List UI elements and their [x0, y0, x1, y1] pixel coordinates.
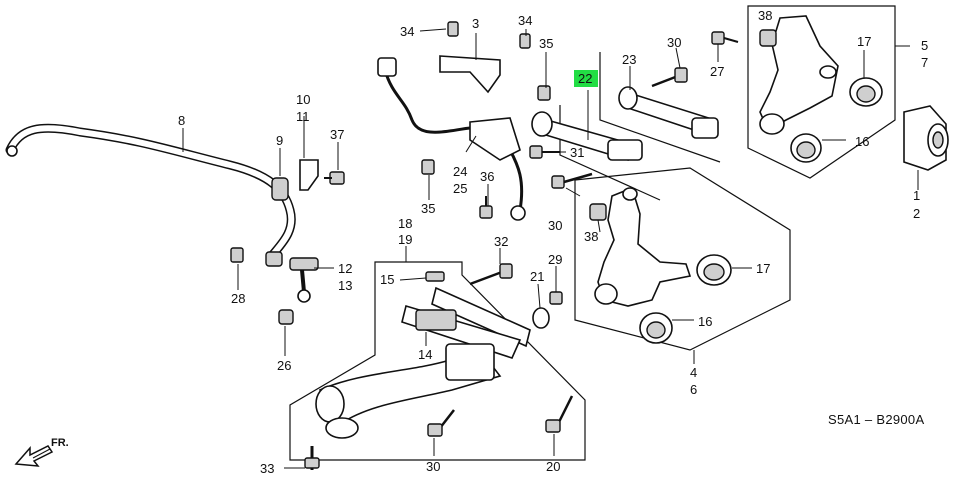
callout-27[interactable]: 27 — [710, 64, 724, 79]
bushing-38b — [589, 203, 607, 221]
callout-6[interactable]: 6 — [690, 382, 697, 397]
bushing-16b — [639, 312, 673, 344]
callout-31[interactable]: 31 — [570, 145, 584, 160]
callout-22[interactable]: 22 — [578, 71, 592, 86]
upper-arm-22 — [531, 111, 643, 162]
callout-34[interactable]: 34 — [518, 13, 532, 28]
callout-30[interactable]: 30 — [667, 35, 681, 50]
harness-connector — [377, 57, 397, 77]
bushing-17b — [696, 254, 732, 286]
nut-26 — [278, 309, 294, 325]
callout-15[interactable]: 15 — [380, 272, 394, 287]
callout-33[interactable]: 33 — [260, 461, 274, 476]
bolt-30b — [551, 172, 593, 189]
clip-34b — [519, 33, 531, 49]
knuckle-group-box-upper — [747, 5, 896, 179]
callout-30[interactable]: 30 — [548, 218, 562, 233]
bolt-30c — [427, 409, 455, 437]
lower-arm — [315, 286, 531, 439]
callout-7[interactable]: 7 — [921, 55, 928, 70]
stabilizer-bushing — [271, 177, 289, 201]
knuckle-upper — [759, 15, 839, 135]
callout-16[interactable]: 16 — [855, 134, 869, 149]
stabilizer-link — [289, 257, 319, 303]
upper-arm-23 — [618, 86, 719, 139]
bolt-30a — [651, 67, 688, 88]
clip-34a — [447, 21, 459, 37]
bolt-32 — [469, 263, 513, 286]
hub-bearing — [903, 105, 949, 171]
upper-arm-bracket-outline-2 — [559, 105, 661, 201]
callout-labels: 34 3 34 35 22 23 30 27 38 17 5 7 16 1 2 … — [178, 8, 928, 476]
bushing-38a — [759, 29, 777, 47]
callout-28[interactable]: 28 — [231, 291, 245, 306]
callout-38[interactable]: 38 — [584, 229, 598, 244]
callout-5[interactable]: 5 — [921, 38, 928, 53]
callout-18[interactable]: 18 — [398, 216, 412, 231]
bushing-16a — [790, 133, 822, 163]
bushing-17a — [849, 77, 883, 107]
nut-35a — [537, 85, 551, 101]
callout-19[interactable]: 19 — [398, 232, 412, 247]
callout-17[interactable]: 17 — [857, 34, 871, 49]
front-arrow: FR. — [14, 437, 69, 467]
callout-30[interactable]: 30 — [426, 459, 440, 474]
callout-20[interactable]: 20 — [546, 459, 560, 474]
callout-29[interactable]: 29 — [548, 252, 562, 267]
callout-8[interactable]: 8 — [178, 113, 185, 128]
callout-22-highlight — [574, 70, 598, 87]
callout-24[interactable]: 24 — [453, 164, 467, 179]
sensor-end — [510, 205, 526, 221]
washer-21 — [532, 307, 550, 329]
bracket-24-25 — [469, 117, 521, 161]
callout-37[interactable]: 37 — [330, 127, 344, 142]
callout-14[interactable]: 14 — [418, 347, 432, 362]
front-arrow-label: FR. — [51, 437, 69, 449]
knuckle-group-box-lower — [574, 167, 791, 351]
bolt-15 — [425, 271, 445, 282]
callout-38[interactable]: 38 — [758, 8, 772, 23]
nut-28 — [230, 247, 244, 263]
leader-lines — [182, 28, 919, 469]
nut-29 — [549, 291, 563, 305]
callout-4[interactable]: 4 — [690, 365, 697, 380]
diagram-code: S5A1 – B2900A — [828, 412, 924, 427]
callout-35[interactable]: 35 — [539, 36, 553, 51]
stabilizer-bar-end-lower — [265, 251, 283, 267]
callout-12[interactable]: 12 — [338, 261, 352, 276]
callout-9[interactable]: 9 — [276, 133, 283, 148]
callout-2[interactable]: 2 — [913, 206, 920, 221]
callout-23[interactable]: 23 — [622, 52, 636, 67]
callout-36[interactable]: 36 — [480, 169, 494, 184]
upper-arm-bracket-outline — [599, 52, 721, 163]
callout-34[interactable]: 34 — [400, 24, 414, 39]
front-arrow-icon — [14, 445, 54, 467]
callout-25[interactable]: 25 — [453, 181, 467, 196]
callout-1[interactable]: 1 — [913, 188, 920, 203]
callout-35[interactable]: 35 — [421, 201, 435, 216]
callout-11[interactable]: 11 — [296, 109, 310, 124]
callout-32[interactable]: 32 — [494, 234, 508, 249]
stabilizer-bar-end — [6, 145, 18, 157]
lower-arm-group-box — [289, 261, 586, 461]
callout-3[interactable]: 3 — [472, 16, 479, 31]
bolt-27 — [711, 31, 739, 45]
bolt-20 — [545, 395, 574, 433]
bolt-33 — [304, 446, 320, 470]
nut-35b — [421, 159, 435, 175]
stabilizer-holder — [299, 159, 319, 191]
callout-17[interactable]: 17 — [756, 261, 770, 276]
callout-10[interactable]: 10 — [296, 92, 310, 107]
bolt-36 — [479, 196, 493, 219]
harness-bracket — [439, 55, 501, 94]
callout-26[interactable]: 26 — [277, 358, 291, 373]
callout-16[interactable]: 16 — [698, 314, 712, 329]
bolt-37 — [324, 171, 345, 185]
knuckle-lower — [594, 186, 692, 307]
callout-13[interactable]: 13 — [338, 278, 352, 293]
callout-21[interactable]: 21 — [530, 269, 544, 284]
